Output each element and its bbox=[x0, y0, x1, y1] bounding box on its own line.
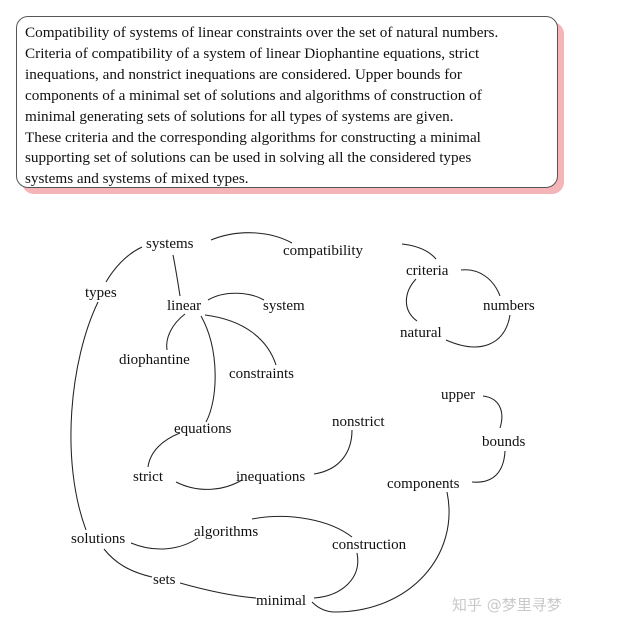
edge-systems-compatibility bbox=[210, 232, 293, 244]
node-sets: sets bbox=[153, 572, 176, 588]
edge-bounds-components bbox=[471, 450, 506, 483]
abstract-line: minimal generating sets of solutions for… bbox=[25, 107, 454, 125]
node-algorithms: algorithms bbox=[194, 524, 258, 540]
node-upper: upper bbox=[441, 387, 475, 403]
node-linear: linear bbox=[167, 298, 201, 314]
edge-solutions-algorithms bbox=[130, 537, 199, 550]
edge-solutions-sets bbox=[103, 548, 153, 578]
node-compatibility: compatibility bbox=[283, 243, 363, 259]
abstract-line: systems and systems of mixed types. bbox=[25, 170, 249, 188]
edge-natural-numbers bbox=[445, 314, 511, 348]
node-minimal: minimal bbox=[256, 593, 306, 609]
node-systems: systems bbox=[146, 236, 194, 252]
edge-compatibility-criteria bbox=[401, 243, 437, 260]
node-bounds: bounds bbox=[482, 434, 526, 450]
abstract-line: Criteria of compatibility of a system of… bbox=[25, 44, 480, 62]
edge-components-minimal bbox=[311, 491, 450, 613]
edge-construction-minimal bbox=[313, 552, 359, 599]
graph-nodes: systems compatibility types criteria lin… bbox=[71, 236, 535, 609]
node-components: components bbox=[387, 476, 460, 492]
node-natural: natural bbox=[400, 325, 442, 341]
abstract-line: components of a minimal set of solutions… bbox=[25, 86, 482, 104]
node-equations: equations bbox=[174, 421, 232, 437]
edge-inequations-nonstrict bbox=[313, 429, 353, 475]
abstract-line: These criteria and the corresponding alg… bbox=[25, 128, 481, 146]
edge-linear-system bbox=[207, 292, 265, 301]
node-constraints: constraints bbox=[229, 366, 294, 382]
edge-equations-strict bbox=[147, 432, 181, 468]
abstract-line: inequations, and nonstrict inequations a… bbox=[25, 65, 462, 83]
edge-algorithms-construction bbox=[251, 515, 353, 538]
node-solutions: solutions bbox=[71, 531, 125, 547]
node-construction: construction bbox=[332, 537, 407, 553]
edge-linear-constraints bbox=[204, 314, 277, 366]
edge-criteria-numbers bbox=[460, 269, 501, 297]
node-nonstrict: nonstrict bbox=[332, 414, 385, 430]
edge-systems-linear bbox=[172, 254, 181, 297]
node-strict: strict bbox=[133, 469, 164, 485]
graph-edges bbox=[70, 232, 511, 613]
watermark: 知乎 @梦里寻梦 bbox=[452, 596, 562, 614]
abstract-line: Compatibility of systems of linear const… bbox=[25, 24, 499, 41]
edge-strict-inequations bbox=[175, 479, 243, 490]
node-criteria: criteria bbox=[406, 263, 449, 279]
edge-systems-types bbox=[105, 246, 143, 283]
edge-criteria-natural bbox=[405, 278, 418, 322]
word-graph: systems compatibility types criteria lin… bbox=[70, 232, 535, 613]
node-inequations: inequations bbox=[236, 469, 305, 485]
node-numbers: numbers bbox=[483, 298, 535, 314]
node-diophantine: diophantine bbox=[119, 352, 190, 368]
abstract-box: Compatibility of systems of linear const… bbox=[16, 16, 558, 188]
edge-linear-equations bbox=[200, 315, 216, 423]
node-types: types bbox=[85, 285, 117, 301]
edge-linear-diophantine bbox=[166, 313, 186, 351]
abstract-line: supporting set of solutions can be used … bbox=[25, 149, 472, 167]
node-system: system bbox=[263, 298, 305, 314]
edge-sets-minimal bbox=[179, 582, 257, 599]
edge-types-solutions bbox=[70, 301, 99, 531]
edge-upper-bounds bbox=[482, 395, 503, 429]
